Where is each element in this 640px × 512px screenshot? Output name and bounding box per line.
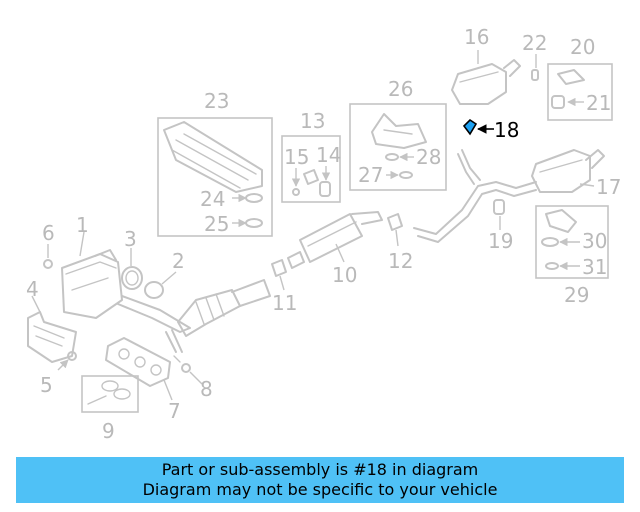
leader-8 <box>189 371 203 385</box>
leader-5 <box>57 359 69 371</box>
leader-11 <box>279 275 285 291</box>
callout-13: 13 <box>300 109 325 133</box>
callout-11: 11 <box>272 291 297 315</box>
part-18-clip[interactable] <box>462 118 478 136</box>
part-4-heat-shield[interactable] <box>27 311 77 363</box>
box-13 <box>281 135 341 203</box>
callout-8: 8 <box>200 377 213 401</box>
callout-24: 24 <box>200 187 225 211</box>
part-1-catalytic-converter[interactable] <box>61 249 123 319</box>
part-24-washer[interactable] <box>245 193 263 203</box>
callout-17: 17 <box>596 175 621 199</box>
callout-14: 14 <box>316 143 341 167</box>
part-14-hanger[interactable] <box>319 181 331 197</box>
part-13-bracket[interactable] <box>303 169 319 185</box>
leader-1 <box>79 231 85 257</box>
callout-3: 3 <box>124 227 137 251</box>
part-26-shield[interactable] <box>371 113 427 149</box>
callout-26: 26 <box>388 77 413 101</box>
callout-18: 18 <box>494 118 519 142</box>
callout-29: 29 <box>564 283 589 307</box>
callout-19: 19 <box>488 229 513 253</box>
exhaust-system-diagram: 1 2 3 4 5 6 7 8 9 10 11 12 13 14 15 16 1… <box>26 25 621 443</box>
box-26 <box>349 103 447 191</box>
part-12-clamp[interactable] <box>387 213 403 231</box>
part-2-clamp[interactable] <box>144 281 164 299</box>
callout-6: 6 <box>42 221 55 245</box>
callout-10: 10 <box>332 263 357 287</box>
leader-10 <box>335 243 345 263</box>
part-28-washer[interactable] <box>385 153 399 161</box>
leader-7 <box>163 379 173 401</box>
part-25-washer[interactable] <box>245 218 263 228</box>
part-23-heat-shield[interactable] <box>163 121 263 193</box>
callout-7: 7 <box>168 399 181 423</box>
callout-20: 20 <box>570 35 595 59</box>
part-16-muffler[interactable] <box>451 59 521 105</box>
callout-22: 22 <box>522 31 547 55</box>
part-3-clamp[interactable] <box>121 266 143 290</box>
callout-28: 28 <box>416 145 441 169</box>
callout-12: 12 <box>388 249 413 273</box>
caption-banner: Part or sub-assembly is #18 in diagram D… <box>16 457 624 503</box>
part-6-nut[interactable] <box>43 259 53 269</box>
caption-line-1: Part or sub-assembly is #18 in diagram <box>161 460 479 479</box>
callout-31: 31 <box>582 255 607 279</box>
rear-pipe[interactable] <box>413 149 537 243</box>
callout-27: 27 <box>358 163 383 187</box>
callout-23: 23 <box>204 89 229 113</box>
part-19-hanger[interactable] <box>493 199 505 215</box>
part-8-stud[interactable] <box>173 355 191 373</box>
callout-16: 16 <box>464 25 489 49</box>
part-27-washer[interactable] <box>399 171 413 179</box>
leader-17 <box>579 183 595 187</box>
leader-4 <box>31 295 41 313</box>
part-7-gasket[interactable] <box>105 337 171 387</box>
part-5-bolt[interactable] <box>67 351 77 361</box>
part-20-bracket[interactable] <box>557 69 585 85</box>
callout-25: 25 <box>204 212 229 236</box>
box-23 <box>157 117 273 237</box>
callout-5: 5 <box>40 373 53 397</box>
leader-2 <box>161 271 177 285</box>
box-20 <box>547 63 613 121</box>
callout-2: 2 <box>172 249 185 273</box>
part-9-gasket-kit[interactable] <box>81 375 139 413</box>
caption-line-2: Diagram may not be specific to your vehi… <box>142 480 498 499</box>
callout-9: 9 <box>102 419 115 443</box>
box-29 <box>535 205 609 279</box>
part-30-washer[interactable] <box>541 237 559 247</box>
callout-21: 21 <box>586 91 611 115</box>
callout-15: 15 <box>284 145 309 169</box>
part-31-washer[interactable] <box>545 262 559 270</box>
callout-30: 30 <box>582 229 607 253</box>
part-15-bolt[interactable] <box>292 188 300 196</box>
callout-4: 4 <box>26 277 39 301</box>
part-21-hanger[interactable] <box>551 95 565 109</box>
part-22-bolt[interactable] <box>531 69 539 81</box>
part-11-clamp[interactable] <box>271 259 287 277</box>
part-10-resonator-pipe[interactable] <box>287 211 383 269</box>
part-17-rear-muffler[interactable] <box>531 149 605 193</box>
part-29-bracket[interactable] <box>545 209 577 233</box>
front-pipe[interactable] <box>117 279 271 353</box>
callout-1: 1 <box>76 213 89 237</box>
leader-12 <box>395 229 399 247</box>
